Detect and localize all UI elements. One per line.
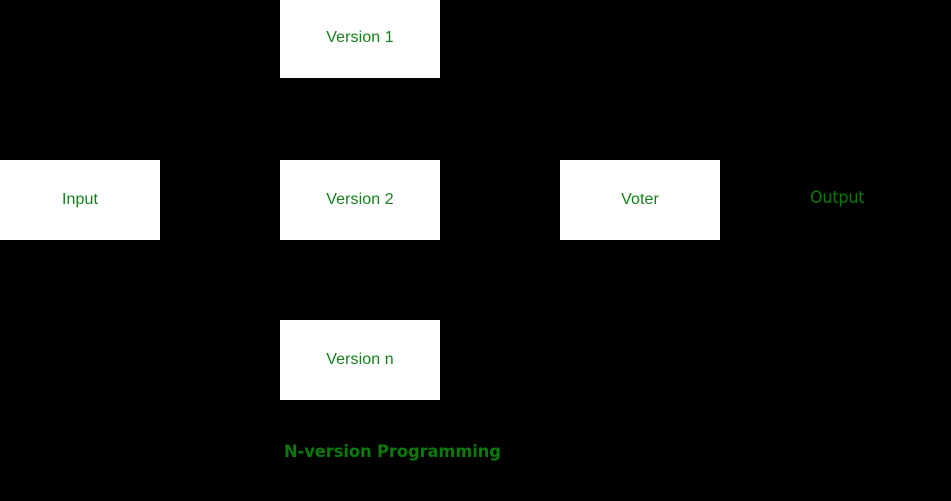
edge-input-to-version-n bbox=[160, 199, 280, 361]
diagram-caption: N-version Programming bbox=[284, 442, 501, 462]
node-version-n: Version n bbox=[280, 320, 440, 400]
node-version-n-label: Version n bbox=[326, 351, 394, 368]
node-input-label: Input bbox=[61, 191, 99, 208]
node-voter-label: Voter bbox=[621, 191, 659, 208]
node-voter: Voter bbox=[560, 160, 720, 240]
node-input: Input bbox=[0, 160, 160, 240]
edge-version-1-to-voter bbox=[440, 37, 560, 201]
node-version-2-label: Version 2 bbox=[326, 191, 394, 208]
output-label: Output bbox=[810, 188, 865, 208]
edge-input-to-version-1 bbox=[160, 37, 280, 201]
node-version-2: Version 2 bbox=[280, 160, 440, 240]
edge-version-n-to-voter bbox=[440, 199, 560, 361]
node-version-1-label: Version 1 bbox=[326, 29, 394, 46]
node-version-1: Version 1 bbox=[280, 0, 440, 78]
